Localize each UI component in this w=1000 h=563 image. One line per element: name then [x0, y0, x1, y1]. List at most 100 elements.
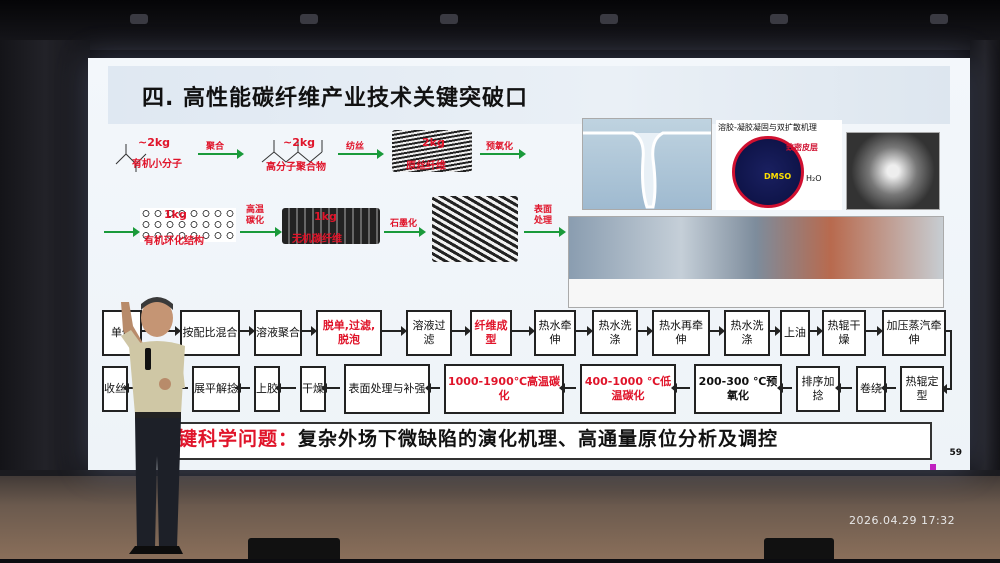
cyclized-structure-image	[140, 208, 236, 242]
flow-arrow	[104, 227, 140, 237]
process-step: 热水洗涤	[724, 310, 770, 356]
process-step: 展平解捻	[192, 366, 240, 412]
process-connector	[944, 330, 952, 332]
process-connector	[808, 326, 823, 336]
slide-header	[108, 66, 950, 124]
polymer-icon	[261, 140, 323, 163]
process-step: 溶液聚合	[254, 310, 302, 356]
step5-weight: 1kg	[314, 210, 337, 223]
process-connector	[881, 383, 896, 393]
presenter-figure	[121, 297, 185, 554]
process-connector	[777, 383, 792, 393]
sem-cross-section-image	[846, 132, 940, 210]
flow-arrow	[524, 227, 566, 237]
nozzle-diagram-icon	[583, 131, 711, 209]
process-connector	[574, 326, 593, 336]
carbon-fiber-image	[282, 208, 380, 244]
process-connector	[708, 326, 725, 336]
step1-weight: ~2kg	[138, 136, 171, 149]
production-line-photo	[568, 216, 944, 308]
left-curtain	[0, 40, 90, 480]
flow-arrow	[384, 227, 426, 237]
process-connector	[636, 326, 653, 336]
process-step: 表面处理与补强	[344, 364, 430, 414]
small-molecule-icon	[115, 144, 147, 172]
projection-screen: 四. 高性能碳纤维产业技术关键突破口 ~2kg 有机小分子 聚合 ~2kg 高分…	[88, 58, 970, 470]
stage-monitor	[764, 538, 834, 559]
process-step: 200-300 ℃预氧化	[694, 364, 782, 414]
diffusion-skin-label: 致密皮层	[786, 143, 818, 152]
process-step: 热水牵伸	[534, 310, 576, 356]
process-connector	[950, 330, 952, 390]
process-connector	[238, 326, 255, 336]
key-question-prefix: 关键科学问题：	[158, 428, 299, 450]
stage-edge	[0, 470, 1000, 476]
ceiling	[0, 0, 1000, 50]
diffusion-chem2: H₂O	[806, 174, 822, 183]
process-connector	[510, 326, 535, 336]
step3-weight: 2kg	[422, 136, 445, 149]
process-step: 溶液过滤	[406, 310, 452, 356]
presenter	[95, 296, 205, 559]
process-connector	[321, 383, 340, 393]
diffusion-chem1: DMSO	[764, 172, 792, 181]
fiber-cross-section-icon	[732, 136, 804, 208]
diffusion-diagram: 溶胶-凝胶凝固与双扩散机理 致密皮层 DMSO H₂O	[716, 120, 842, 210]
flow-arrow	[240, 227, 282, 237]
page-number: 59	[949, 448, 962, 458]
process-connector	[275, 383, 296, 393]
key-question: 关键科学问题：复杂外场下微缺陷的演化机理、高通量原位分析及调控	[158, 424, 778, 451]
ceiling-light	[440, 14, 458, 24]
right-curtain	[970, 40, 1000, 480]
process-connector	[671, 383, 690, 393]
process-step: 纤维成型	[470, 310, 512, 356]
step2-label: 高分子聚合物	[266, 162, 326, 173]
production-line-schematic	[569, 279, 943, 307]
process-connector	[450, 326, 471, 336]
arrow-label: 高温碳化	[246, 205, 265, 226]
graphite-fiber-image	[432, 196, 518, 262]
arrow-label: 聚合	[206, 142, 225, 152]
process-step: 热水再牵伸	[652, 310, 710, 356]
process-step: 脱单,过滤,脱泡	[316, 310, 382, 356]
process-connector	[768, 326, 781, 336]
process-step: 上油	[780, 310, 810, 356]
process-step: 400-1000 ℃低温碳化	[580, 364, 676, 414]
step2-weight: ~2kg	[283, 136, 316, 149]
process-connector	[864, 326, 883, 336]
flow-arrow	[338, 149, 384, 159]
arrow-label: 纺丝	[346, 142, 365, 152]
step5-label: 无机碳纤维	[292, 234, 342, 245]
process-step: 1000-1900℃高温碳化	[444, 364, 564, 414]
process-step: 按配比混合	[180, 310, 240, 356]
step3-label: 原丝纤维	[406, 161, 446, 172]
fiber-bundle-image	[392, 130, 472, 172]
process-connector	[235, 383, 250, 393]
process-connector	[425, 383, 440, 393]
slide-title: 四. 高性能碳纤维产业技术关键突破口	[142, 86, 529, 111]
diffusion-caption: 溶胶-凝胶凝固与双扩散机理	[718, 123, 817, 132]
key-question-box	[158, 422, 932, 460]
arrow-label: 表面处理	[534, 205, 553, 226]
flow-arrow	[198, 149, 244, 159]
process-step: 热辊定型	[900, 366, 944, 412]
flow-arrow	[480, 149, 526, 159]
spinning-nozzle-image	[582, 118, 712, 210]
step4-weight: 1kg	[164, 208, 187, 221]
process-step: 加压蒸汽牵伸	[882, 310, 946, 356]
molecule-structure	[112, 134, 182, 174]
ceiling-light	[600, 14, 618, 24]
polymer-structure	[258, 132, 348, 172]
ceiling-light	[300, 14, 318, 24]
process-connector	[941, 384, 952, 394]
process-connector	[835, 383, 852, 393]
process-step: 排序加捻	[796, 366, 840, 412]
ceiling-light	[770, 14, 788, 24]
laser-dot	[930, 464, 936, 470]
photo-timestamp: 2026.04.29 17:32	[849, 514, 956, 527]
key-question-text: 复杂外场下微缺陷的演化机理、高通量原位分析及调控	[298, 428, 779, 450]
ceiling-light	[130, 14, 148, 24]
process-step: 热辊干燥	[822, 310, 866, 356]
process-connector	[380, 326, 407, 336]
process-step: 热水洗涤	[592, 310, 638, 356]
